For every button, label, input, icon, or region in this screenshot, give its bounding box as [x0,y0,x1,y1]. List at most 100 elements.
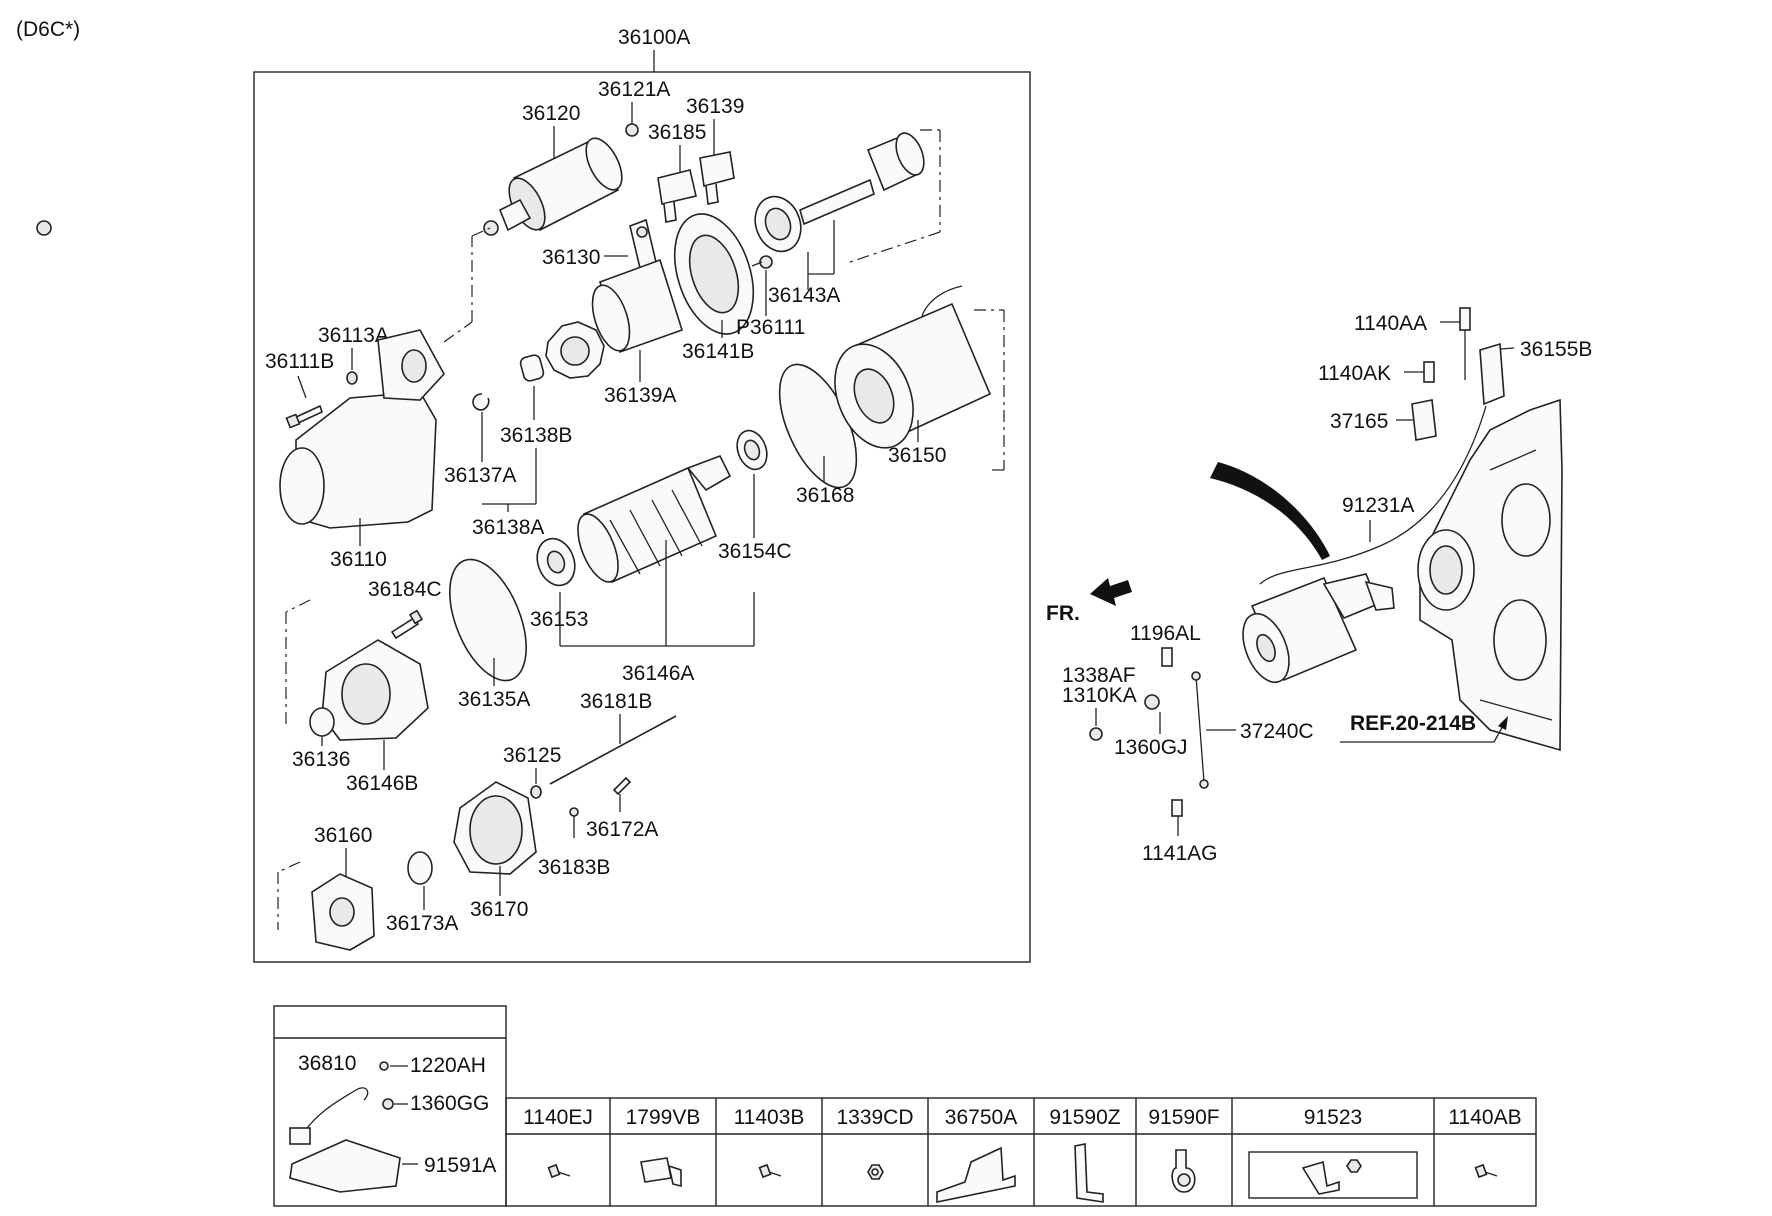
callout-36141B: 36141B [682,340,754,363]
table-header: 1799VB [626,1106,701,1129]
part-36155B[interactable]: 36155B [1479,338,1592,406]
part-36173A[interactable]: 36173A [386,851,458,935]
part-P36111[interactable]: P36111 [736,255,805,339]
part-1338AF[interactable]: 1338AF [1062,664,1136,687]
part-36138A[interactable]: 36138A [472,448,544,539]
engine-block [1417,398,1563,752]
part-36137A[interactable]: 36137A [444,393,516,487]
reference-link[interactable]: REF.20-214B [1340,712,1508,743]
part-36139A[interactable]: 36139A [585,258,683,407]
callout-1140AK: 1140AK [1318,362,1391,385]
part-pinion-gear[interactable] [545,321,605,379]
front-label: FR. [1046,602,1080,625]
part-1140AA[interactable]: 1140AA [1354,307,1471,380]
part-36154C[interactable]: 36154C [718,426,792,563]
callout-36120: 36120 [522,102,580,125]
part-36153[interactable]: 36153 [530,533,588,631]
callout-36135A: 36135A [458,688,530,711]
callout-36154C: 36154C [718,540,792,563]
part-36135A[interactable]: 36135A [434,549,541,711]
table-cell-91523[interactable]: 91523 [1248,1106,1418,1199]
part-36139[interactable]: 36139 [686,95,744,205]
part-36172A[interactable]: 36172A [586,776,658,841]
callout-36181B: 36181B [580,690,652,713]
part-37240C[interactable]: 37240C [1191,671,1314,789]
part-36130[interactable]: 36130 [542,218,657,270]
part-36150[interactable]: 36150 [820,285,1005,471]
part-36181B[interactable]: 36181B [549,690,677,785]
part-armature[interactable] [570,454,732,587]
part-1141AG[interactable]: 1141AG [1142,799,1218,865]
callout-36121A: 36121A [598,78,670,101]
callout-36146B: 36146B [346,772,418,795]
callout-1141AG: 1141AG [1142,842,1218,865]
part-37165[interactable]: 37165 [1330,399,1437,441]
callout-36183B: 36183B [538,856,610,879]
installed-starter[interactable] [1234,573,1395,689]
kit-panel: 36810 1220AH 1360GG 91591A [273,1005,507,1207]
part-36146B[interactable]: 36146B [285,599,429,795]
connector-icon [640,1157,682,1188]
part-36138B[interactable]: 36138B [500,354,572,447]
parts-table: 1140EJ 1799VB 11403B 1339CD 36750A 91590Z 9159… [505,1097,1537,1207]
table-header: 1339CD [836,1106,913,1129]
part-1310KA[interactable]: 1310KA [1062,684,1137,741]
table-cell-91590F[interactable]: 91590F [1148,1106,1220,1193]
callout-36173A: 36173A [386,912,458,935]
part-36111B[interactable]: 36111B [265,350,334,429]
callout-1310KA: 1310KA [1062,684,1137,707]
part-1196AL[interactable]: 1196AL [1130,622,1201,667]
callout-36155B: 36155B [1520,338,1592,361]
table-header: 11403B [734,1106,805,1129]
table-cell-1140AB[interactable]: 1140AB [1448,1106,1522,1179]
callout-36130: 36130 [542,246,600,269]
table-header: 91590F [1148,1106,1219,1129]
callout-36111B: 36111B [265,350,334,373]
kit-callout-91591A: 91591A [424,1154,496,1177]
callout-36143A: 36143A [768,284,840,307]
part-36183B[interactable]: 36183B [538,807,610,879]
table-cell-36750A[interactable]: 36750A [936,1106,1017,1203]
part-36160[interactable]: 36160 [277,824,375,951]
table-cell-1339CD[interactable]: 1339CD [836,1106,914,1180]
table-header: 1140EJ [523,1106,593,1129]
front-indicator: FR. [1046,578,1132,625]
nut-icon [867,1164,884,1180]
table-cell-1799VB[interactable]: 1799VB [626,1106,701,1188]
callout-36150: 36150 [888,444,946,467]
direction-arrow [1210,462,1330,560]
part-36110[interactable]: 36110 [279,227,491,571]
part-36120[interactable]: 36120 [36,102,629,236]
part-1140AK[interactable]: 1140AK [1318,361,1435,385]
part-36146A[interactable]: 36146A [559,540,755,685]
table-header: 91523 [1304,1106,1362,1129]
kit-callout-1360GG: 1360GG [410,1092,489,1115]
callout-36160: 36160 [314,824,372,847]
part-36136[interactable]: 36136 [292,707,350,771]
clip-icon [1171,1149,1196,1193]
part-36170[interactable]: 36170 [453,781,537,921]
part-36125[interactable]: 36125 [503,744,561,799]
table-cell-91590Z[interactable]: 91590Z [1049,1106,1121,1203]
callout-36168: 36168 [796,484,854,507]
part-36113A[interactable]: 36113A [318,324,389,385]
part-36143A[interactable]: 36143A [748,190,841,307]
part-36185[interactable]: 36185 [648,121,706,223]
part-36184C[interactable]: 36184C [368,578,442,640]
part-pinion-shaft[interactable] [799,129,941,263]
part-1360GJ[interactable]: 1360GJ [1114,694,1188,759]
part-36121A[interactable]: 36121A [598,78,670,137]
callout-36138A: 36138A [472,516,544,539]
part-36141B[interactable]: 36141B [661,204,768,363]
callout-37240C: 37240C [1240,720,1314,743]
reference-label: REF.20-214B [1350,712,1476,735]
callout-P36111: P36111 [736,316,805,339]
table-cell-1140EJ[interactable]: 1140EJ [523,1106,593,1179]
callout-36172A: 36172A [586,818,658,841]
table-cell-11403B[interactable]: 11403B [734,1106,805,1179]
callout-36153: 36153 [530,608,588,631]
callout-1338AF: 1338AF [1062,664,1136,687]
reference-arrow-icon [1498,716,1508,730]
